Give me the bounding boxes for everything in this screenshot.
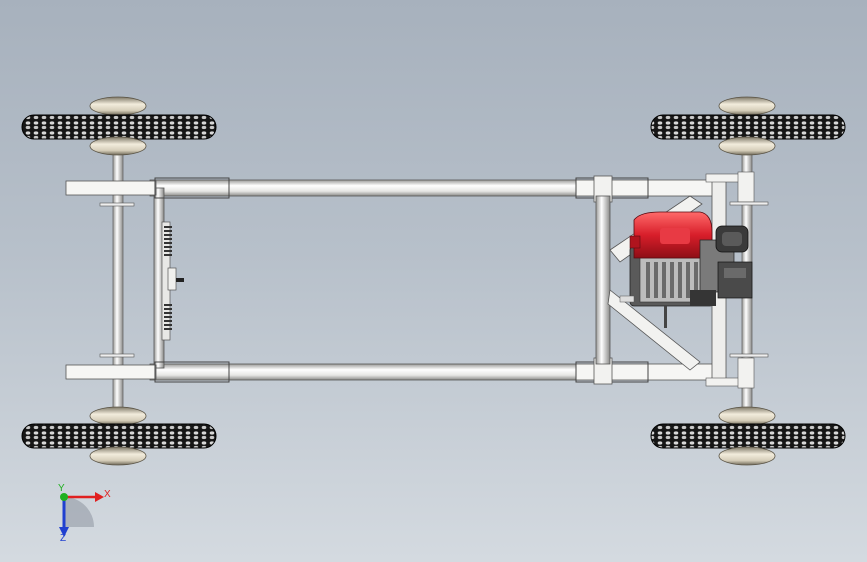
top-side-rail[interactable] xyxy=(149,179,649,197)
chassis-model[interactable] xyxy=(21,96,846,466)
y-axis-arrow xyxy=(60,493,68,501)
z-axis-label: Z xyxy=(60,533,66,544)
front-bracket-top[interactable] xyxy=(65,180,157,196)
wheel-rear-top[interactable] xyxy=(650,96,846,156)
x-axis-label: X xyxy=(104,489,111,500)
steering-mechanism[interactable] xyxy=(161,221,184,341)
rear-brace-lower xyxy=(607,289,701,371)
bottom-side-rail[interactable] xyxy=(149,363,649,381)
coordinate-triad: X Y Z xyxy=(58,483,111,544)
front-bracket-bottom[interactable] xyxy=(65,364,157,380)
y-axis-label: Y xyxy=(58,483,65,494)
wheel-rear-bottom[interactable] xyxy=(650,406,846,466)
wheel-front-top[interactable] xyxy=(21,96,217,156)
engine[interactable] xyxy=(619,211,753,328)
rear-cross-member[interactable] xyxy=(595,195,611,365)
wheel-front-bottom[interactable] xyxy=(21,406,217,466)
